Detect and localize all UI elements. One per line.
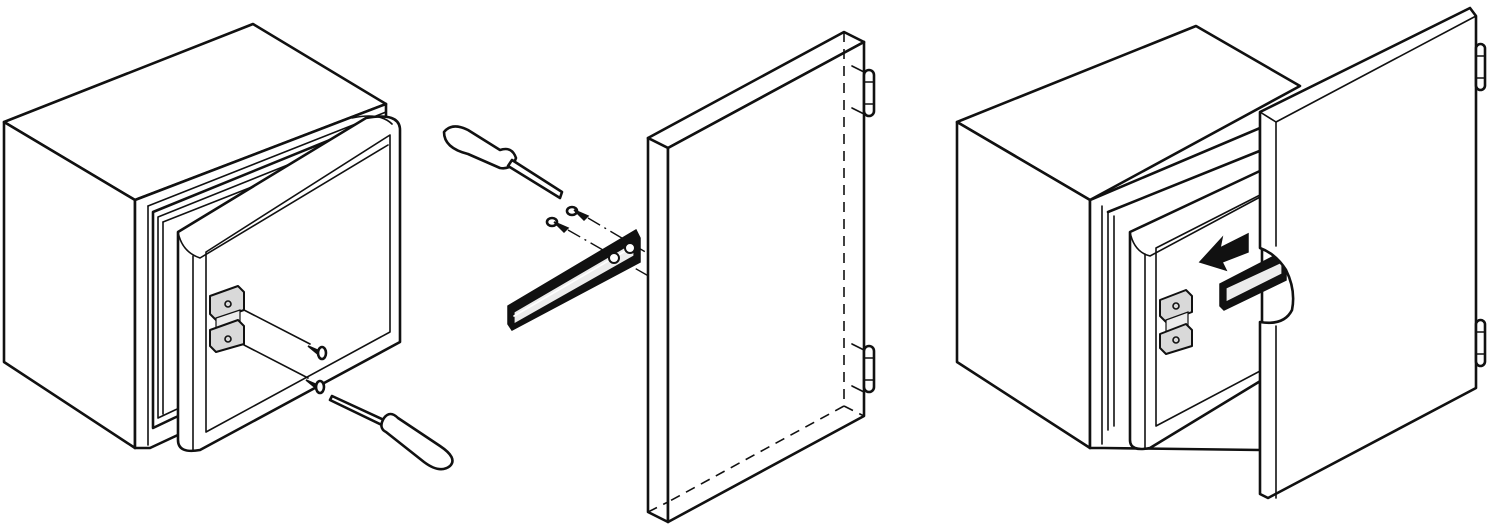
direction-arrow-icon	[1198, 232, 1249, 272]
step-2-door-panel	[646, 30, 876, 524]
step-1-cabinet	[2, 22, 402, 453]
step-3-door-panel	[1258, 6, 1487, 500]
step-2-rail	[507, 228, 641, 331]
step-2-screwdriver	[442, 125, 564, 200]
step-1-bracket	[209, 285, 245, 353]
step-1-screws	[243, 309, 328, 395]
step-3-bracket	[1159, 289, 1193, 355]
step-1-screwdriver	[328, 394, 454, 471]
step-3-cabinet	[955, 24, 1302, 452]
